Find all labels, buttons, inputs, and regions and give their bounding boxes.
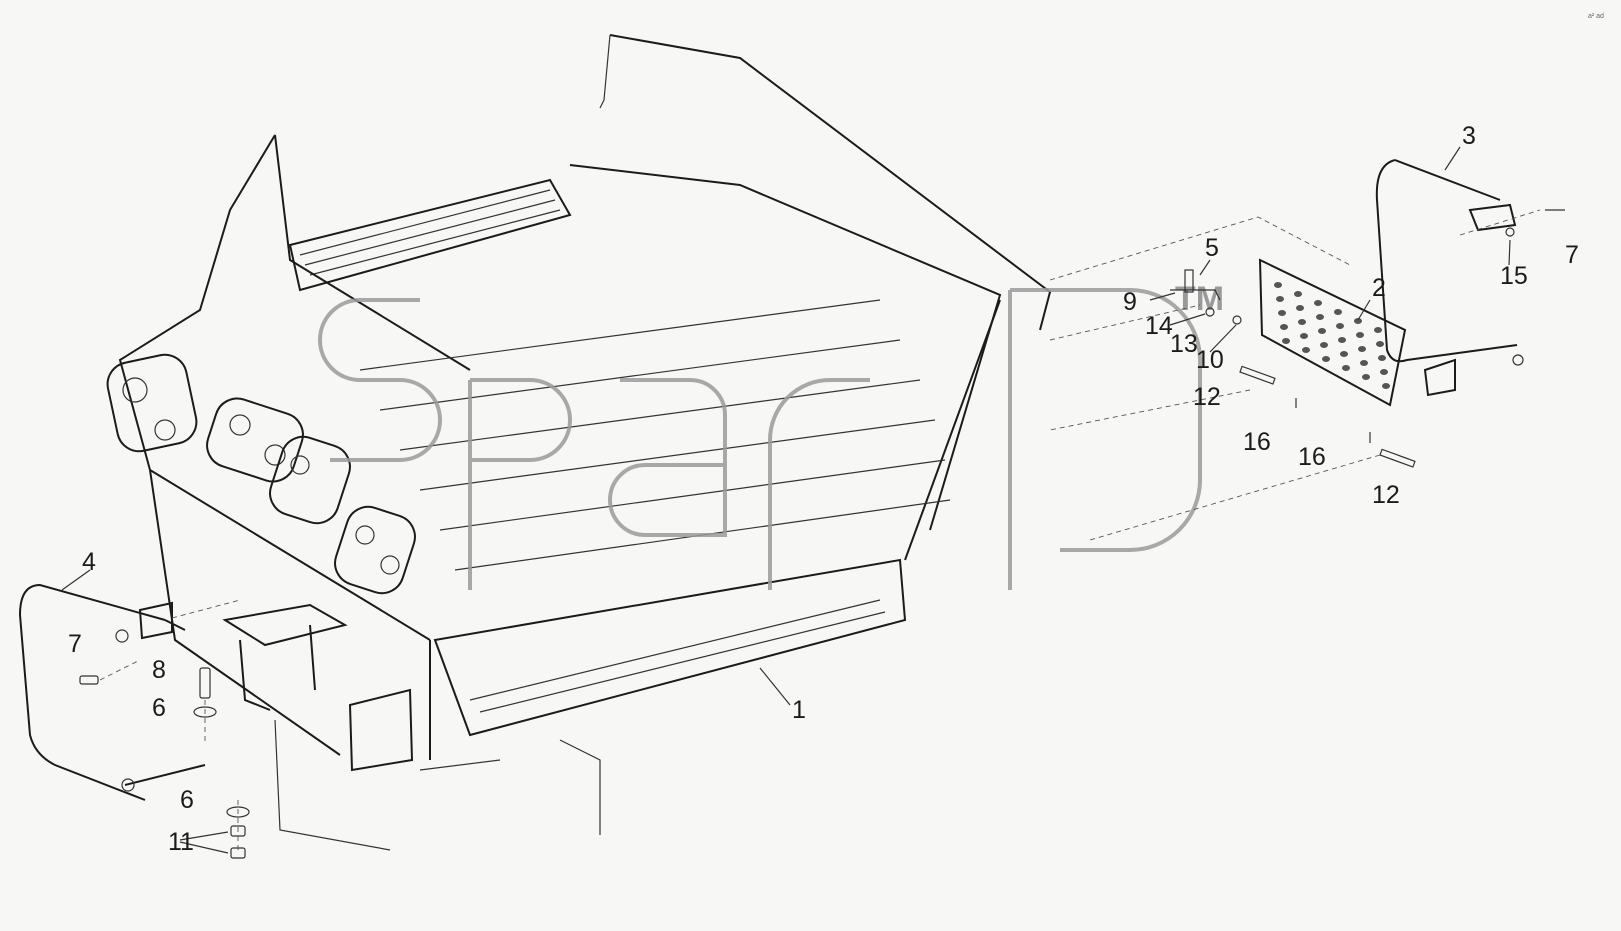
callout-16-right: 16 bbox=[1298, 443, 1326, 471]
watermark: TM bbox=[318, 280, 1224, 590]
drive-chain-housings bbox=[106, 353, 416, 595]
plate-hole bbox=[1280, 324, 1288, 330]
assembly-guide-lines bbox=[99, 209, 1541, 850]
plate-hole bbox=[1356, 332, 1364, 338]
plate-hole bbox=[1358, 346, 1366, 352]
hardware-parts bbox=[18, 269, 1416, 859]
leader-lines bbox=[61, 146, 1511, 854]
plate-hole bbox=[1298, 319, 1306, 325]
callout-1: 1 bbox=[792, 696, 806, 724]
plate-hole bbox=[1318, 328, 1326, 334]
plate-hole bbox=[1376, 341, 1384, 347]
plate-hole bbox=[1342, 365, 1350, 371]
plate-hole bbox=[1302, 347, 1310, 353]
callout-13: 13 bbox=[1170, 330, 1198, 358]
plate-hole bbox=[1380, 369, 1388, 375]
callout-7-right: 7 bbox=[1565, 241, 1579, 269]
callout-5: 5 bbox=[1205, 234, 1219, 262]
callout-11: 11 bbox=[168, 828, 194, 856]
plate-hole bbox=[1300, 333, 1308, 339]
corner-note: a² ad bbox=[1588, 13, 1604, 20]
callout-6-upper: 6 bbox=[152, 694, 166, 722]
callout-15: 15 bbox=[1500, 262, 1528, 290]
callout-6-lower: 6 bbox=[180, 786, 194, 814]
watermark-tm: TM bbox=[1175, 280, 1224, 318]
callout-4: 4 bbox=[82, 548, 96, 576]
roller-rows bbox=[359, 299, 951, 571]
plate-hole bbox=[1314, 300, 1322, 306]
plate-hole bbox=[1362, 374, 1370, 380]
plate-hole bbox=[1340, 351, 1348, 357]
callout-10: 10 bbox=[1196, 346, 1224, 374]
plate-hole bbox=[1274, 282, 1282, 288]
plate-hole bbox=[1360, 360, 1368, 366]
plate-hole bbox=[1378, 355, 1386, 361]
callout-12-upper: 12 bbox=[1193, 383, 1221, 411]
plate-hole bbox=[1354, 318, 1362, 324]
handrail-right bbox=[1375, 159, 1565, 397]
callout-12-lower: 12 bbox=[1372, 481, 1400, 509]
plate-hole bbox=[1382, 383, 1390, 389]
plate-hole bbox=[1282, 338, 1290, 344]
callout-3: 3 bbox=[1462, 122, 1476, 150]
callout-9: 9 bbox=[1123, 288, 1137, 316]
plate-holes bbox=[1274, 282, 1390, 389]
callout-14: 14 bbox=[1145, 312, 1173, 340]
sieve-plate bbox=[1258, 258, 1407, 407]
callout-7-left: 7 bbox=[68, 630, 82, 658]
main-frame-assembly bbox=[106, 34, 1052, 851]
callout-2: 2 bbox=[1372, 274, 1386, 302]
plate-hole bbox=[1322, 356, 1330, 362]
plate-hole bbox=[1336, 323, 1344, 329]
plate-hole bbox=[1294, 291, 1302, 297]
mounting-plates bbox=[222, 603, 601, 851]
callout-16-left: 16 bbox=[1243, 428, 1271, 456]
plate-hole bbox=[1316, 314, 1324, 320]
plate-hole bbox=[1374, 327, 1382, 333]
callout-labels: 1 2 3 4 5 6 6 7 7 8 9 10 11 12 12 13 14 … bbox=[68, 122, 1579, 856]
plate-hole bbox=[1276, 296, 1284, 302]
callout-8: 8 bbox=[152, 656, 166, 684]
plate-hole bbox=[1334, 309, 1342, 315]
plate-hole bbox=[1278, 310, 1286, 316]
plate-hole bbox=[1296, 305, 1304, 311]
plate-hole bbox=[1320, 342, 1328, 348]
plate-hole bbox=[1338, 337, 1346, 343]
